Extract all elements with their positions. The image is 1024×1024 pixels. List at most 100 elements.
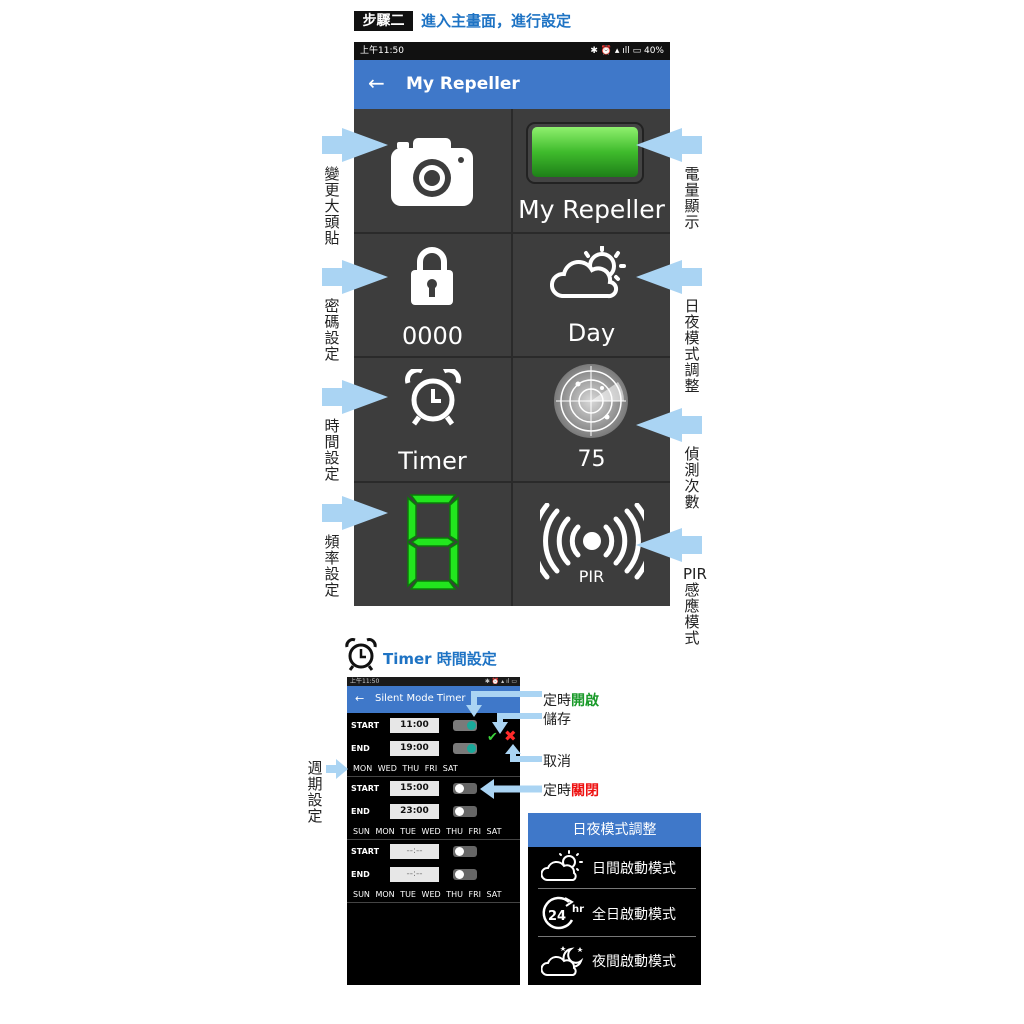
mode-value: Day (567, 319, 616, 347)
back-arrow-icon[interactable]: ← (355, 692, 365, 705)
timer-heading: Timer 時間設定 (383, 650, 497, 668)
start-time-field[interactable]: 11:00 (390, 718, 439, 733)
end-time-field[interactable]: --:-- (390, 867, 439, 882)
step-badge: 步驟二 (354, 11, 413, 31)
step-title: 進入主畫面，進行設定 (421, 12, 572, 30)
pir-tile[interactable]: PIR (513, 483, 670, 605)
start-label: START (351, 847, 380, 856)
callout-avatar: 變更大頭貼 (324, 165, 340, 247)
battery-level-icon (526, 122, 644, 184)
callout-arrow-icon (636, 260, 702, 294)
alarm-clock-icon (405, 369, 461, 426)
note-cancel: 取消 (543, 754, 571, 770)
battery-percent: 40% (643, 46, 664, 56)
start-time-field[interactable]: 15:00 (390, 781, 439, 796)
password-tile[interactable]: 0000 (354, 234, 511, 356)
alarm-clock-icon (345, 638, 377, 671)
back-arrow-icon[interactable]: ← (368, 71, 385, 95)
callout-pir: PIR感應模式 (683, 565, 707, 647)
callout-arrow-icon (322, 496, 388, 530)
callout-count: 偵測次數 (684, 445, 700, 511)
end-toggle[interactable] (453, 806, 477, 817)
callout-arrow-icon (480, 779, 542, 799)
daynight-option-label: 夜間啟動模式 (592, 954, 676, 970)
app-title: My Repeller (406, 74, 520, 94)
note-timer-off: 定時關閉 (543, 783, 599, 799)
end-label: END (351, 744, 370, 753)
callout-daynight: 日夜模式調整 (684, 297, 700, 395)
status-bar: 上午11:50 ✱ ⏰ ▴ ıll ▭ 40% (354, 42, 670, 60)
lock-icon (411, 247, 453, 305)
status-time: 上午11:50 (350, 678, 380, 685)
daynight-option-allday[interactable]: 24 hr 全日啟動模式 (528, 891, 701, 937)
callout-arrow-icon (466, 691, 542, 717)
callout-arrow-icon (636, 128, 702, 162)
callout-weekly: 週期設定 (307, 759, 323, 825)
callout-time: 時間設定 (324, 417, 340, 483)
callout-password: 密碼設定 (324, 297, 340, 363)
daynight-option-night[interactable]: 夜間啟動模式 (528, 938, 701, 984)
end-toggle[interactable] (453, 869, 477, 880)
app-bar: ← My Repeller (354, 60, 670, 109)
timer-screen: 上午11:50 ✱ ⏰ ▴ ıl ▭ ← Silent Mode Timer S… (347, 677, 520, 985)
status-icons: ✱ ⏰ ▴ ıl ▭ (484, 678, 517, 685)
end-toggle[interactable] (453, 743, 477, 754)
avatar-tile[interactable] (354, 109, 511, 231)
end-label: END (351, 870, 370, 879)
radar-icon (554, 364, 628, 438)
sun-cloud-icon (550, 246, 626, 299)
start-toggle[interactable] (453, 720, 477, 731)
daynight-option-label: 全日啟動模式 (592, 907, 676, 923)
start-time-field[interactable]: --:-- (390, 844, 439, 859)
callout-arrow-icon (636, 408, 702, 442)
start-label: START (351, 721, 380, 730)
callout-battery: 電量顯示 (684, 165, 700, 231)
cancel-x-icon[interactable]: ✖ (504, 727, 517, 745)
callout-arrow-icon (322, 380, 388, 414)
daynight-option-label: 日間啟動模式 (592, 861, 676, 877)
weekday-selector[interactable]: SUN MON TUE WED THU FRI SAT (353, 890, 502, 899)
timer-label: Timer (398, 447, 467, 475)
sun-cloud-icon (541, 850, 583, 881)
status-icons: ✱ ⏰ ▴ ıll ▭ 40% (590, 46, 664, 56)
24hr-icon: 24 hr (542, 896, 584, 930)
battery-tile[interactable]: My Repeller (513, 109, 670, 231)
pir-sensor-icon (540, 503, 644, 580)
count-tile[interactable]: 75 (513, 358, 670, 480)
save-check-icon[interactable]: ✔ (487, 730, 498, 745)
start-label: START (351, 784, 380, 793)
daynight-panel-title: 日夜模式調整 (528, 813, 701, 847)
app-bar: ← Silent Mode Timer (347, 686, 520, 713)
note-save: 儲存 (543, 712, 571, 728)
device-name: My Repeller (518, 195, 665, 224)
end-time-field[interactable]: 23:00 (390, 804, 439, 819)
svg-text:hr: hr (572, 904, 584, 915)
svg-text:24: 24 (548, 909, 566, 924)
weekday-selector[interactable]: SUN MON TUE WED THU FRI SAT (353, 827, 502, 836)
camera-icon (391, 138, 473, 206)
callout-arrow-icon (322, 260, 388, 294)
start-toggle[interactable] (453, 846, 477, 857)
main-screen: 上午11:50 ✱ ⏰ ▴ ıll ▭ 40% ← My Repeller (354, 42, 670, 606)
callout-arrow-icon (322, 128, 388, 162)
moon-cloud-icon (541, 946, 584, 976)
status-time: 上午11:50 (360, 46, 404, 56)
status-bar: 上午11:50 ✱ ⏰ ▴ ıl ▭ (347, 677, 520, 686)
start-toggle[interactable] (453, 783, 477, 794)
frequency-tile[interactable] (354, 483, 511, 605)
detection-count: 75 (577, 447, 606, 472)
password-value: 0000 (401, 322, 464, 350)
end-time-field[interactable]: 19:00 (390, 741, 439, 756)
timer-tile[interactable]: Timer (354, 358, 511, 480)
daynight-panel: 日夜模式調整 日間啟動模式 24 hr 全日啟動模式 夜間啟動模式 (528, 813, 701, 985)
note-timer-on: 定時開啟 (543, 693, 599, 709)
daynight-tile[interactable]: Day (513, 234, 670, 356)
callout-frequency: 頻率設定 (324, 533, 340, 599)
callout-arrow-icon (636, 528, 702, 562)
callout-arrow-icon (505, 744, 542, 762)
weekday-selector[interactable]: MON WED THU FRI SAT (353, 764, 458, 773)
daynight-option-day[interactable]: 日間啟動模式 (528, 845, 701, 891)
timer-app-title: Silent Mode Timer (375, 693, 466, 704)
seven-segment-digit (407, 494, 459, 590)
end-label: END (351, 807, 370, 816)
